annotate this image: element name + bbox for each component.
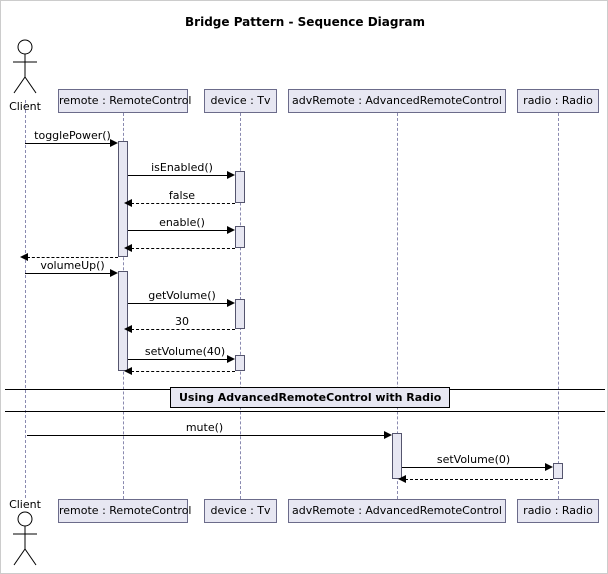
actor-client-bottom-label: Client <box>9 498 41 511</box>
activation-radio-setvolume <box>553 463 563 479</box>
actor-client-bottom <box>9 511 41 573</box>
message-line-mute <box>27 435 384 436</box>
lifeline-header-remote[interactable]: remote : RemoteControl <box>58 89 191 113</box>
message-arrow-volume-value <box>124 325 132 333</box>
message-arrow-enable-return <box>124 244 132 252</box>
message-label-setvolume40: setVolume(40) <box>144 345 226 358</box>
message-arrow-false <box>124 199 132 207</box>
message-arrow-setvolume40-return <box>124 367 132 375</box>
message-arrow-isenabled <box>227 171 235 179</box>
message-label-volume-value: 30 <box>175 315 189 328</box>
message-label-volumeup: volumeUp() <box>40 259 105 272</box>
message-line-setvolume40-return <box>131 371 235 372</box>
actor-stick-figure-icon <box>13 39 37 94</box>
actor-stick-figure-bottom-icon <box>13 511 37 566</box>
message-arrow-setvolume0 <box>545 463 553 471</box>
actor-client-top-label: Client <box>9 100 41 113</box>
diagram-title: Bridge Pattern - Sequence Diagram <box>185 15 425 29</box>
message-arrow-volumeup <box>110 269 118 277</box>
message-arrow-getvolume <box>227 299 235 307</box>
activation-device-isenabled <box>235 171 245 203</box>
activation-advremote-mute <box>392 433 402 479</box>
message-line-setvolume40 <box>128 359 227 360</box>
message-arrow-setvolume0-return <box>398 475 406 483</box>
activation-device-enable <box>235 226 245 248</box>
message-label-isenabled: isEnabled() <box>151 161 213 174</box>
lifeline-footer-radio[interactable]: radio : Radio <box>517 499 599 523</box>
message-line-volumeup <box>25 273 110 274</box>
message-label-mute: mute() <box>185 421 224 434</box>
activation-remote-volumeup <box>118 271 128 371</box>
message-line-setvolume0 <box>402 467 545 468</box>
message-label-false: false <box>168 189 196 202</box>
message-arrow-togglepower-return <box>20 253 28 261</box>
actor-client-top <box>9 39 41 103</box>
message-arrow-mute <box>384 431 392 439</box>
message-line-getvolume <box>128 303 227 304</box>
message-line-false <box>131 203 235 204</box>
message-line-enable <box>128 230 227 231</box>
lifeline-header-radio[interactable]: radio : Radio <box>517 89 599 113</box>
fragment-label: Using AdvancedRemoteControl with Radio <box>170 387 451 408</box>
fragment-bottom-separator <box>5 411 605 412</box>
lifeline-footer-advremote[interactable]: advRemote : AdvancedRemoteControl <box>288 499 506 523</box>
message-arrow-enable <box>227 226 235 234</box>
message-arrow-togglepower <box>110 139 118 147</box>
message-line-isenabled <box>128 175 227 176</box>
lifeline-header-advremote[interactable]: advRemote : AdvancedRemoteControl <box>288 89 506 113</box>
message-line-togglepower <box>25 143 110 144</box>
lifeline-line-client <box>25 100 26 498</box>
message-arrow-setvolume40 <box>227 355 235 363</box>
lifeline-line-radio <box>558 113 559 499</box>
message-line-enable-return <box>131 248 235 249</box>
message-line-setvolume0-return <box>405 479 553 480</box>
activation-device-setvolume <box>235 355 245 371</box>
message-line-volume-value <box>131 329 235 330</box>
lifeline-footer-device[interactable]: device : Tv <box>204 499 277 523</box>
activation-device-getvolume <box>235 299 245 329</box>
message-line-togglepower-return <box>27 257 118 258</box>
lifeline-footer-remote[interactable]: remote : RemoteControl <box>58 499 191 523</box>
lifeline-line-advremote <box>397 113 398 499</box>
message-label-enable: enable() <box>159 216 205 229</box>
message-label-togglepower: togglePower() <box>34 129 111 142</box>
message-label-getvolume: getVolume() <box>148 289 216 302</box>
lifeline-header-device[interactable]: device : Tv <box>204 89 277 113</box>
message-label-setvolume0: setVolume(0) <box>436 453 511 466</box>
